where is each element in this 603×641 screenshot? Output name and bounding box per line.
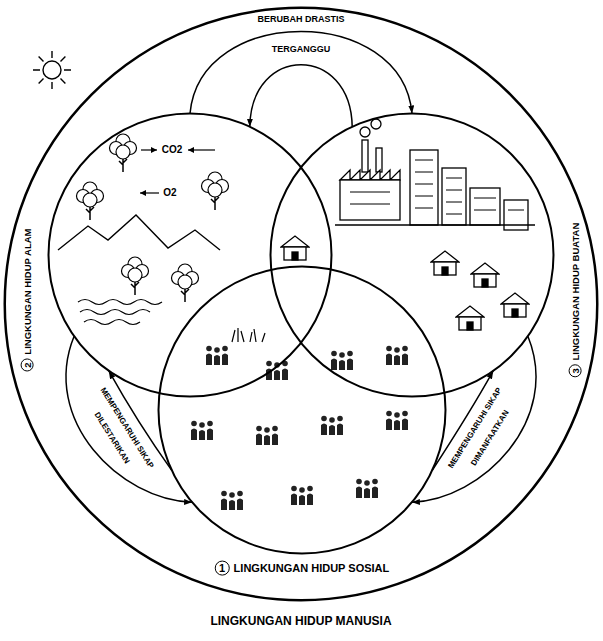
circle-label: 1 LINGKUNGAN HIDUP SOSIAL	[215, 561, 389, 576]
house	[431, 251, 459, 275]
circle-outline	[157, 265, 447, 555]
connector-arrow	[250, 65, 352, 127]
water	[78, 300, 162, 325]
house	[281, 236, 309, 260]
house	[471, 263, 499, 287]
circle-outline	[3, 6, 599, 602]
circle-outline	[47, 112, 333, 398]
tree	[202, 172, 229, 210]
circle-line	[5, 8, 598, 601]
people-group	[221, 491, 243, 510]
social-scene	[191, 346, 408, 510]
circle-label: LINGKUNGAN HIDUP MANUSIA	[210, 614, 391, 628]
grass	[232, 328, 265, 342]
tree	[122, 257, 149, 295]
edge-label: TERGANGGU	[270, 44, 333, 54]
tree	[77, 182, 104, 220]
people-group	[386, 346, 408, 365]
nature-scene	[58, 134, 265, 342]
people-group	[321, 416, 343, 435]
gas-arrow	[140, 192, 159, 193]
gas-label: O2	[161, 187, 178, 199]
people-group	[266, 361, 288, 380]
social-circle: 1LINGKUNGAN HIDUP SOSIAL	[157, 265, 447, 555]
circle-line	[159, 267, 446, 554]
built-scene	[281, 119, 535, 330]
outer-circle: LINGKUNGAN HIDUP MANUSIA1LINGKUNGAN HIDU…	[3, 6, 599, 602]
house	[501, 293, 529, 317]
people-group	[386, 411, 408, 430]
people-group	[291, 486, 313, 505]
connector-arrow	[109, 371, 172, 471]
people-group	[356, 479, 378, 498]
nature-circle: 2LINGKUNGAN HIDUP ALAM	[47, 112, 333, 398]
connector-arrow	[412, 336, 536, 502]
gas-arrow	[188, 149, 215, 150]
house	[456, 306, 484, 330]
circle-title: LINGKUNGAN HIDUP MANUSIA	[210, 614, 391, 628]
circle-label: 3 LINGKUNGAN HIDUP BUATAN	[569, 223, 582, 378]
circle-line	[49, 114, 332, 397]
circle-title: LINGKUNGAN HIDUP BUATAN	[569, 223, 580, 361]
circle-title: LINGKUNGAN HIDUP ALAM	[21, 229, 32, 355]
mountains	[58, 215, 220, 250]
people-group	[206, 346, 228, 365]
edge-label: MEMPENGARUHI SIKAP	[445, 384, 504, 471]
circle-number: 2	[21, 359, 34, 372]
edge-label: DILESTARIKAN	[91, 409, 132, 467]
edge-label: DIMANFAATKAN	[468, 407, 512, 469]
tree	[172, 264, 199, 302]
sun	[33, 51, 71, 89]
tree	[110, 134, 137, 172]
circle-number: 1	[215, 561, 230, 576]
circle-title: LINGKUNGAN HIDUP SOSIAL	[234, 561, 390, 574]
edge-label: MEMPENGARUHI SIKAP	[97, 384, 156, 471]
connector-arrow	[432, 371, 493, 471]
people-group	[331, 351, 353, 370]
connector-arrow	[66, 336, 192, 502]
circle-label: 2 LINGKUNGAN HIDUP ALAM	[21, 229, 34, 372]
connector-arrow	[190, 31, 412, 113]
circle-outline	[269, 112, 555, 398]
gas-label: CO2	[160, 144, 185, 156]
circle-number: 3	[569, 364, 582, 377]
people-group	[191, 421, 213, 440]
circle-line	[271, 114, 554, 397]
people-group	[256, 426, 278, 445]
gas-arrow	[141, 149, 157, 150]
built-circle: 3LINGKUNGAN HIDUP BUATAN	[269, 112, 555, 398]
edge-label: BERUBAH DRASTIS	[255, 14, 346, 24]
